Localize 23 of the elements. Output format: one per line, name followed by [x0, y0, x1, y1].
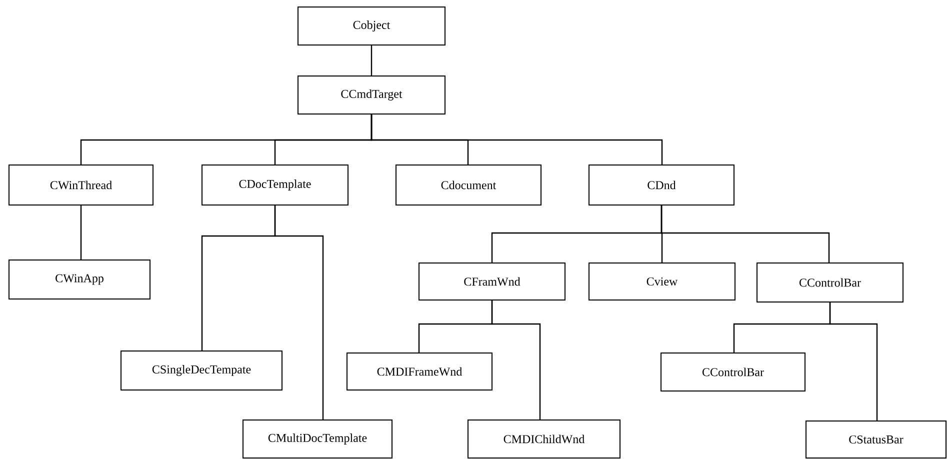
connector-line	[80, 206, 82, 260]
class-box: CMultiDocTemplate	[242, 420, 392, 458]
class-box: CControlBar	[756, 262, 904, 302]
class-box: CDocTemplate	[202, 164, 348, 206]
connector-line	[660, 206, 830, 262]
class-box: CSingleDecTempate	[120, 350, 282, 390]
connector-line	[370, 46, 372, 76]
connector-line	[829, 302, 878, 420]
class-box: CControlBar	[660, 352, 806, 392]
class-box: CDnd	[588, 164, 734, 206]
class-box: CWinThread	[8, 164, 154, 206]
class-box: Cdocument	[396, 164, 542, 206]
class-box: CWinApp	[8, 260, 150, 300]
class-box: CMDIFrameWnd	[346, 352, 492, 390]
class-box: CFramWnd	[418, 262, 566, 300]
class-box: CMDIChildWnd	[468, 420, 620, 458]
class-box: CStatusBar	[806, 420, 946, 458]
class-box: Cview	[588, 262, 736, 300]
connector-line	[491, 300, 541, 420]
connector-line	[370, 114, 663, 164]
class-box: Cobject	[298, 6, 446, 46]
connector-line	[274, 206, 324, 420]
class-box: CCmdTarget	[298, 76, 446, 114]
